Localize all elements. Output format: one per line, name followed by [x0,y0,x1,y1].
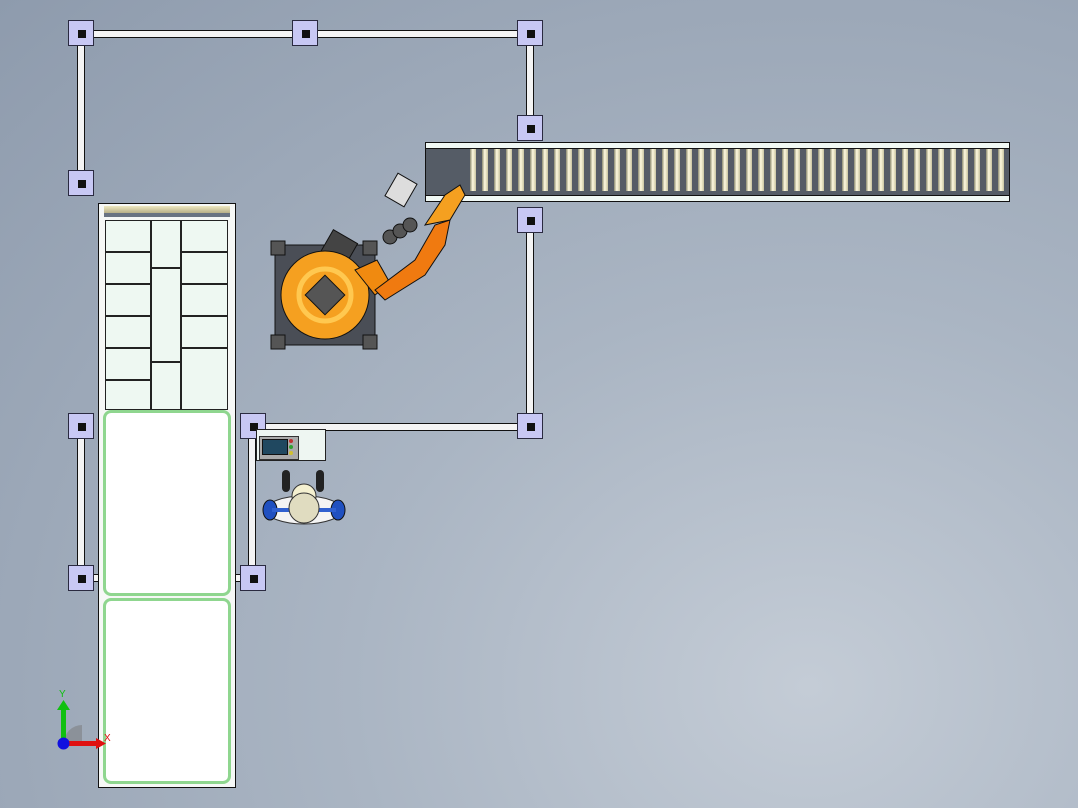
fence-rail-mid [250,423,530,431]
fence-rail-left-top [77,34,85,182]
conveyor-roller [926,149,932,191]
operator-figure [262,470,346,525]
conveyor-roller [986,149,992,191]
status-light-yellow [289,451,293,455]
conveyor-roller [674,149,680,191]
carton [181,252,228,284]
axis-x-label: X [104,733,111,744]
conveyor-roller [626,149,632,191]
conveyor-roller [950,149,956,191]
carton [181,284,228,316]
conveyor-roller [602,149,608,191]
pallet-stack[interactable] [98,203,236,788]
axis-triad [57,700,106,750]
conveyor-roller [818,149,824,191]
status-light-green [289,445,293,449]
conveyor-roller [614,149,620,191]
fence-plate [240,565,266,591]
conveyor-roller [938,149,944,191]
carton [105,348,151,380]
carton [151,220,181,268]
fence-rail-left-bottom [77,425,85,580]
conveyor-roller [662,149,668,191]
fence-rail-right-mid [526,218,534,428]
conveyor-roller [470,149,476,191]
conveyor-roller [854,149,860,191]
fence-plate [517,115,543,141]
carton [105,380,151,410]
conveyor-roller [710,149,716,191]
fence-plate [292,20,318,46]
carton [105,220,151,252]
conveyor-roller [902,149,908,191]
conveyor-roller [890,149,896,191]
fence-plate [68,20,94,46]
conveyor-roller [638,149,644,191]
conveyor-roller [734,149,740,191]
carton [105,316,151,348]
carton [181,220,228,252]
conveyor-roller [494,149,500,191]
empty-pallet-2[interactable] [103,598,231,784]
fence-plate [517,207,543,233]
conveyor-roller [830,149,836,191]
fence-plate [68,413,94,439]
conveyor-roller [482,149,488,191]
conveyor-roller [554,149,560,191]
conveyor-roller [650,149,656,191]
conveyor-roller [866,149,872,191]
control-panel[interactable] [256,429,326,461]
conveyor-roller [506,149,512,191]
conveyor-roller [878,149,884,191]
conveyor-roller [698,149,704,191]
robot-arm[interactable] [265,165,475,355]
roller-conveyor[interactable] [425,142,1010,202]
fence-rail-right-top [526,34,534,128]
hmi-screen[interactable] [262,439,288,455]
carton [151,268,181,362]
conveyor-roller [518,149,524,191]
carton [151,362,181,410]
carton [105,252,151,284]
axis-y-label: Y [59,689,66,700]
empty-pallet-1[interactable] [103,410,231,596]
conveyor-roller [974,149,980,191]
fence-plate [517,413,543,439]
carton [181,316,228,348]
conveyor-roller [962,149,968,191]
conveyor-roller [746,149,752,191]
conveyor-roller [722,149,728,191]
conveyor-roller [842,149,848,191]
fence-rail-inner-bottom [248,425,256,580]
conveyor-roller [530,149,536,191]
conveyor-roller [566,149,572,191]
fence-plate [68,170,94,196]
conveyor-roller [806,149,812,191]
conveyor-roller [782,149,788,191]
status-light-red [289,439,293,443]
conveyor-roller [794,149,800,191]
conveyor-roller [914,149,920,191]
conveyor-roller [686,149,692,191]
conveyor-roller [770,149,776,191]
fence-plate [517,20,543,46]
conveyor-roller [542,149,548,191]
conveyor-roller [758,149,764,191]
fence-plate [68,565,94,591]
carton [105,284,151,316]
conveyor-roller [998,149,1004,191]
conveyor-roller [590,149,596,191]
carton [181,348,228,410]
conveyor-roller [578,149,584,191]
